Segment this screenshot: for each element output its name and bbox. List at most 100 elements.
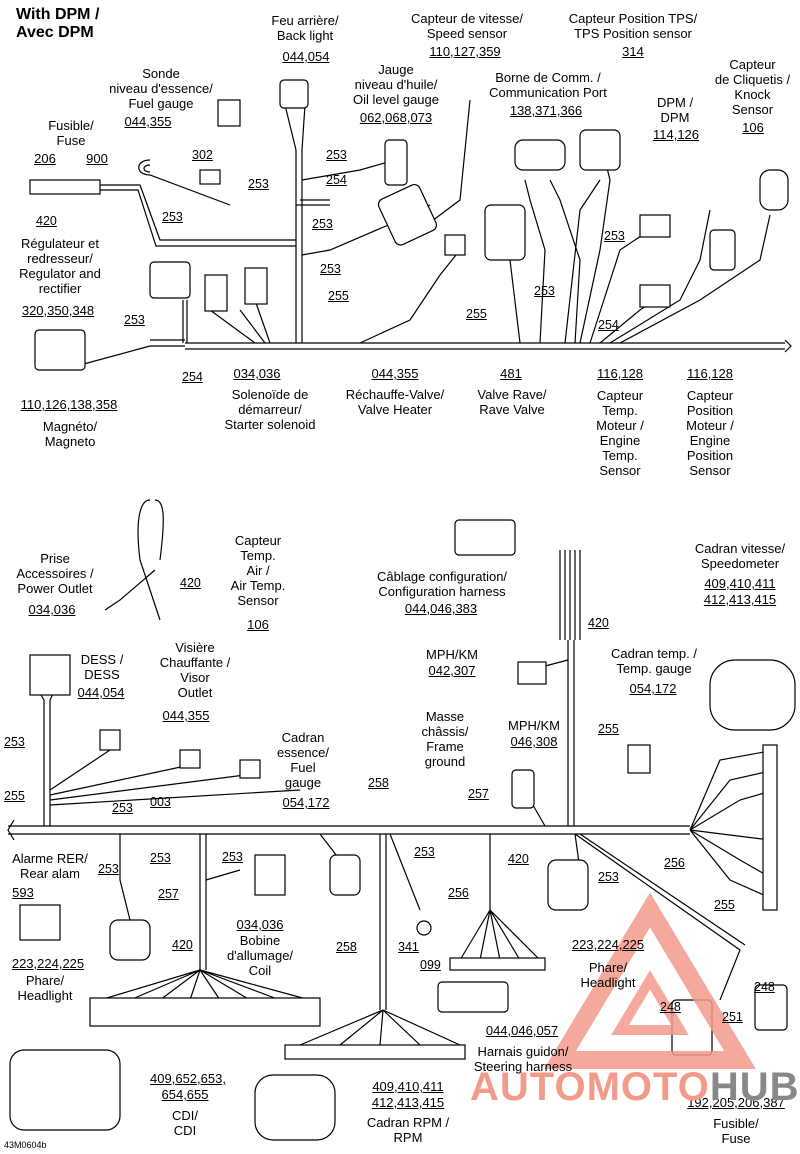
wire-253-c: 253 — [248, 177, 269, 191]
wire-253-l: 253 — [98, 862, 119, 876]
code-dpm: 114,126 — [652, 127, 700, 142]
temp-gauge-connector — [627, 744, 651, 774]
label-temp-gauge: Cadran temp. /Temp. gauge — [611, 646, 697, 676]
code-valve-heater: 044,355 — [371, 366, 419, 381]
bottom-main-harness — [8, 825, 690, 835]
label-cdi: CDI/CDI — [172, 1108, 198, 1138]
fuse-holder — [29, 179, 101, 195]
code-visor-outlet: 044,355 — [162, 708, 210, 723]
wire-253-i: 253 — [4, 735, 25, 749]
code-steering-harness: 044,046,057 — [485, 1023, 559, 1038]
code-starter-solenoid: 034,036 — [233, 366, 281, 381]
engine-temp-connector — [639, 284, 671, 308]
label-rear-alarm: Alarme RER/Rear alam — [12, 851, 88, 881]
rpm-connector-strip — [284, 1044, 466, 1060]
headlight-connector-2 — [547, 859, 589, 911]
code-knock-sensor: 106 — [742, 120, 764, 135]
wire-256-a: 256 — [448, 886, 469, 900]
label-tps-sensor: Capteur Position TPS/TPS Position sensor — [568, 11, 698, 41]
code-fuel-gauge-sender: 044,355 — [124, 114, 172, 129]
steering-harness-connector — [437, 981, 509, 1013]
rear-alarm-connector — [19, 904, 61, 941]
wire-251: 251 — [722, 1010, 743, 1024]
wire-256-b: 256 — [664, 856, 685, 870]
label-steering-harness: Harnais guidon/Steering harness — [473, 1044, 573, 1074]
code-fuse-900: 900 — [86, 151, 108, 166]
figure-reference: 43M0604b — [4, 1140, 47, 1150]
dpm-connector — [639, 214, 671, 238]
starter-solenoid-connector-2 — [244, 267, 268, 305]
code-temp-gauge: 054,172 — [629, 681, 677, 696]
label-mph-km-2: MPH/KM — [508, 718, 560, 733]
wire-420-e: 420 — [508, 852, 529, 866]
rpm-body — [254, 1074, 336, 1141]
headlight-connector-1 — [109, 919, 151, 961]
code-magneto: 110,126,138,358 — [20, 397, 118, 412]
label-config-harness: Câblage configuration/Configuration harn… — [376, 569, 508, 599]
wire-255-a: 255 — [328, 289, 349, 303]
code-tps-sensor: 314 — [622, 44, 644, 59]
code-communication-port: 138,371,366 — [509, 103, 583, 118]
page-title: With DPM /Avec DPM — [16, 6, 100, 41]
engine-position-connector — [709, 229, 736, 271]
wire-257-b: 257 — [158, 887, 179, 901]
valve-heater-connector — [444, 234, 466, 256]
label-communication-port: Borne de Comm. /Communication Port — [489, 70, 607, 100]
code-speedometer-1: 409,410,411 — [704, 576, 776, 591]
speedometer-connector-strip — [762, 744, 778, 911]
communication-port — [514, 139, 566, 171]
frame-ground-ring — [416, 920, 432, 936]
code-backlight: 044,054 — [282, 49, 330, 64]
label-backlight: Feu arrière/Back light — [271, 13, 339, 43]
wire-258-a: 258 — [368, 776, 389, 790]
fuel-gauge-connector-top — [199, 169, 221, 185]
speedometer-body — [709, 659, 796, 731]
cdi-connector-strip — [89, 997, 321, 1027]
fuel-gauge-sender-connector — [217, 99, 241, 127]
watermark-text: AUTOMOTOHUB — [470, 1065, 800, 1109]
watermark-logo — [544, 892, 756, 1069]
code-rave-valve: 481 — [500, 366, 522, 381]
label-dpm: DPM /DPM — [656, 95, 694, 125]
visor-connector — [179, 749, 201, 769]
speed-sensor — [377, 183, 438, 246]
oil-level-connector — [384, 139, 408, 186]
wire-253-m: 253 — [222, 850, 243, 864]
code-dess: 044,054 — [77, 685, 125, 700]
wire-254-c: 254 — [598, 318, 619, 332]
code-speed-sensor: 110,127,359 — [429, 44, 501, 59]
code-rear-alarm: 593 — [12, 885, 34, 900]
wire-003: 003 — [150, 795, 171, 809]
wire-257-a: 257 — [468, 787, 489, 801]
starter-solenoid-connector — [204, 274, 228, 312]
code-cdi-2: 654,655 — [161, 1087, 209, 1102]
wire-420-b: 420 — [180, 576, 201, 590]
vertical-trunk-backlight — [295, 150, 303, 343]
wire-258-b: 258 — [336, 940, 357, 954]
power-outlet-connector — [29, 654, 71, 696]
code-headlight-1: 223,224,225 — [11, 956, 85, 971]
code-power-outlet: 034,036 — [28, 602, 76, 617]
code-fuel-gauge: 054,172 — [282, 795, 330, 810]
code-regulator: 320,350,348 — [21, 303, 95, 318]
code-engine-position: 116,128 — [686, 366, 734, 381]
code-rpm-1: 409,410,411 — [372, 1079, 444, 1094]
code-coil: 034,036 — [236, 917, 284, 932]
code-mph-km-1: 042,307 — [428, 663, 476, 678]
wire-248-a: 248 — [660, 1000, 681, 1014]
code-fuse-206: 206 — [34, 151, 56, 166]
label-rpm: Cadran RPM /RPM — [366, 1115, 450, 1145]
label-magneto: Magnéto/Magneto — [42, 419, 98, 449]
wire-254-b: 254 — [182, 370, 203, 384]
cdi-body — [9, 1049, 121, 1131]
code-fuse-2: 192,205,206,387 — [687, 1095, 785, 1110]
code-engine-temp: 116,128 — [596, 366, 644, 381]
